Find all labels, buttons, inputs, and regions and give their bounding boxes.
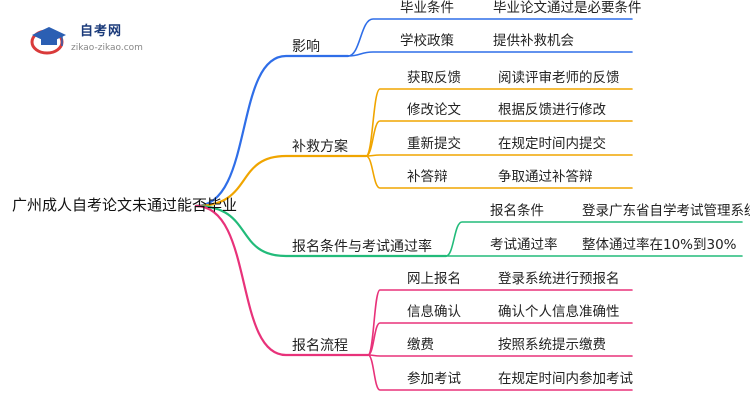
leaf-value-remedy: 根据反馈进行修改 xyxy=(498,102,606,118)
leaf-connector-process xyxy=(367,354,633,357)
root-topic: 广州成人自考论文未通过能否毕业 xyxy=(12,196,238,214)
branch-label-conditions: 报名条件与考试通过率 xyxy=(292,239,432,255)
leaf-value-process: 按照系统提示缴费 xyxy=(498,337,606,353)
branch-label-remedy: 补救方案 xyxy=(292,139,348,155)
leaf-key-remedy: 修改论文 xyxy=(407,102,461,118)
site-logo: 自考网 zikao-zikao.com xyxy=(28,20,168,60)
leaf-key-process: 参加考试 xyxy=(407,371,461,387)
branch-connector-remedy xyxy=(194,154,368,208)
leaf-key-process: 信息确认 xyxy=(407,304,461,320)
leaf-value-process: 登录系统进行预报名 xyxy=(498,271,620,287)
branch-label-impact: 影响 xyxy=(292,39,320,55)
leaf-key-remedy: 获取反馈 xyxy=(407,70,461,86)
leaf-key-process: 网上报名 xyxy=(407,271,461,287)
leaf-connector-impact xyxy=(347,51,633,57)
leaf-connector-remedy xyxy=(365,120,633,157)
leaf-value-impact: 毕业论文通过是必要条件 xyxy=(493,0,642,16)
leaf-connector-impact xyxy=(347,18,633,57)
leaf-value-remedy: 阅读评审老师的反馈 xyxy=(498,70,620,86)
leaf-value-impact: 提供补救机会 xyxy=(493,33,574,49)
leaf-connector-process xyxy=(367,322,633,356)
logo-title: 自考网 xyxy=(80,24,123,39)
branch-connector-process xyxy=(194,204,370,357)
leaf-key-process: 缴费 xyxy=(407,337,434,353)
branch-connector-impact xyxy=(194,54,350,208)
branch-label-process: 报名流程 xyxy=(292,338,348,354)
leaf-value-process: 确认个人信息准确性 xyxy=(498,304,620,320)
leaf-connector-remedy xyxy=(365,154,633,157)
leaf-key-remedy: 补答辩 xyxy=(407,169,448,185)
leaf-key-remedy: 重新提交 xyxy=(407,136,461,152)
leaf-key-impact: 毕业条件 xyxy=(400,0,454,16)
leaf-connector-conditions xyxy=(445,221,743,257)
leaf-value-process: 在规定时间内参加考试 xyxy=(498,371,633,387)
logo-url: zikao-zikao.com xyxy=(71,43,143,53)
leaf-connector-remedy xyxy=(365,155,633,189)
leaf-connector-process xyxy=(367,354,633,391)
leaf-value-remedy: 争取通过补答辩 xyxy=(498,169,593,185)
graduation-cap-icon xyxy=(30,27,66,55)
leaf-key-impact: 学校政策 xyxy=(400,33,454,49)
leaf-value-conditions: 登录广东省自学考试管理系统 xyxy=(582,203,750,219)
leaf-key-conditions: 报名条件 xyxy=(490,203,544,219)
leaf-value-remedy: 在规定时间内提交 xyxy=(498,136,606,152)
branch-connector-conditions xyxy=(194,204,448,258)
leaf-value-conditions: 整体通过率在10%到30% xyxy=(582,237,737,253)
leaf-key-conditions: 考试通过率 xyxy=(490,237,558,253)
